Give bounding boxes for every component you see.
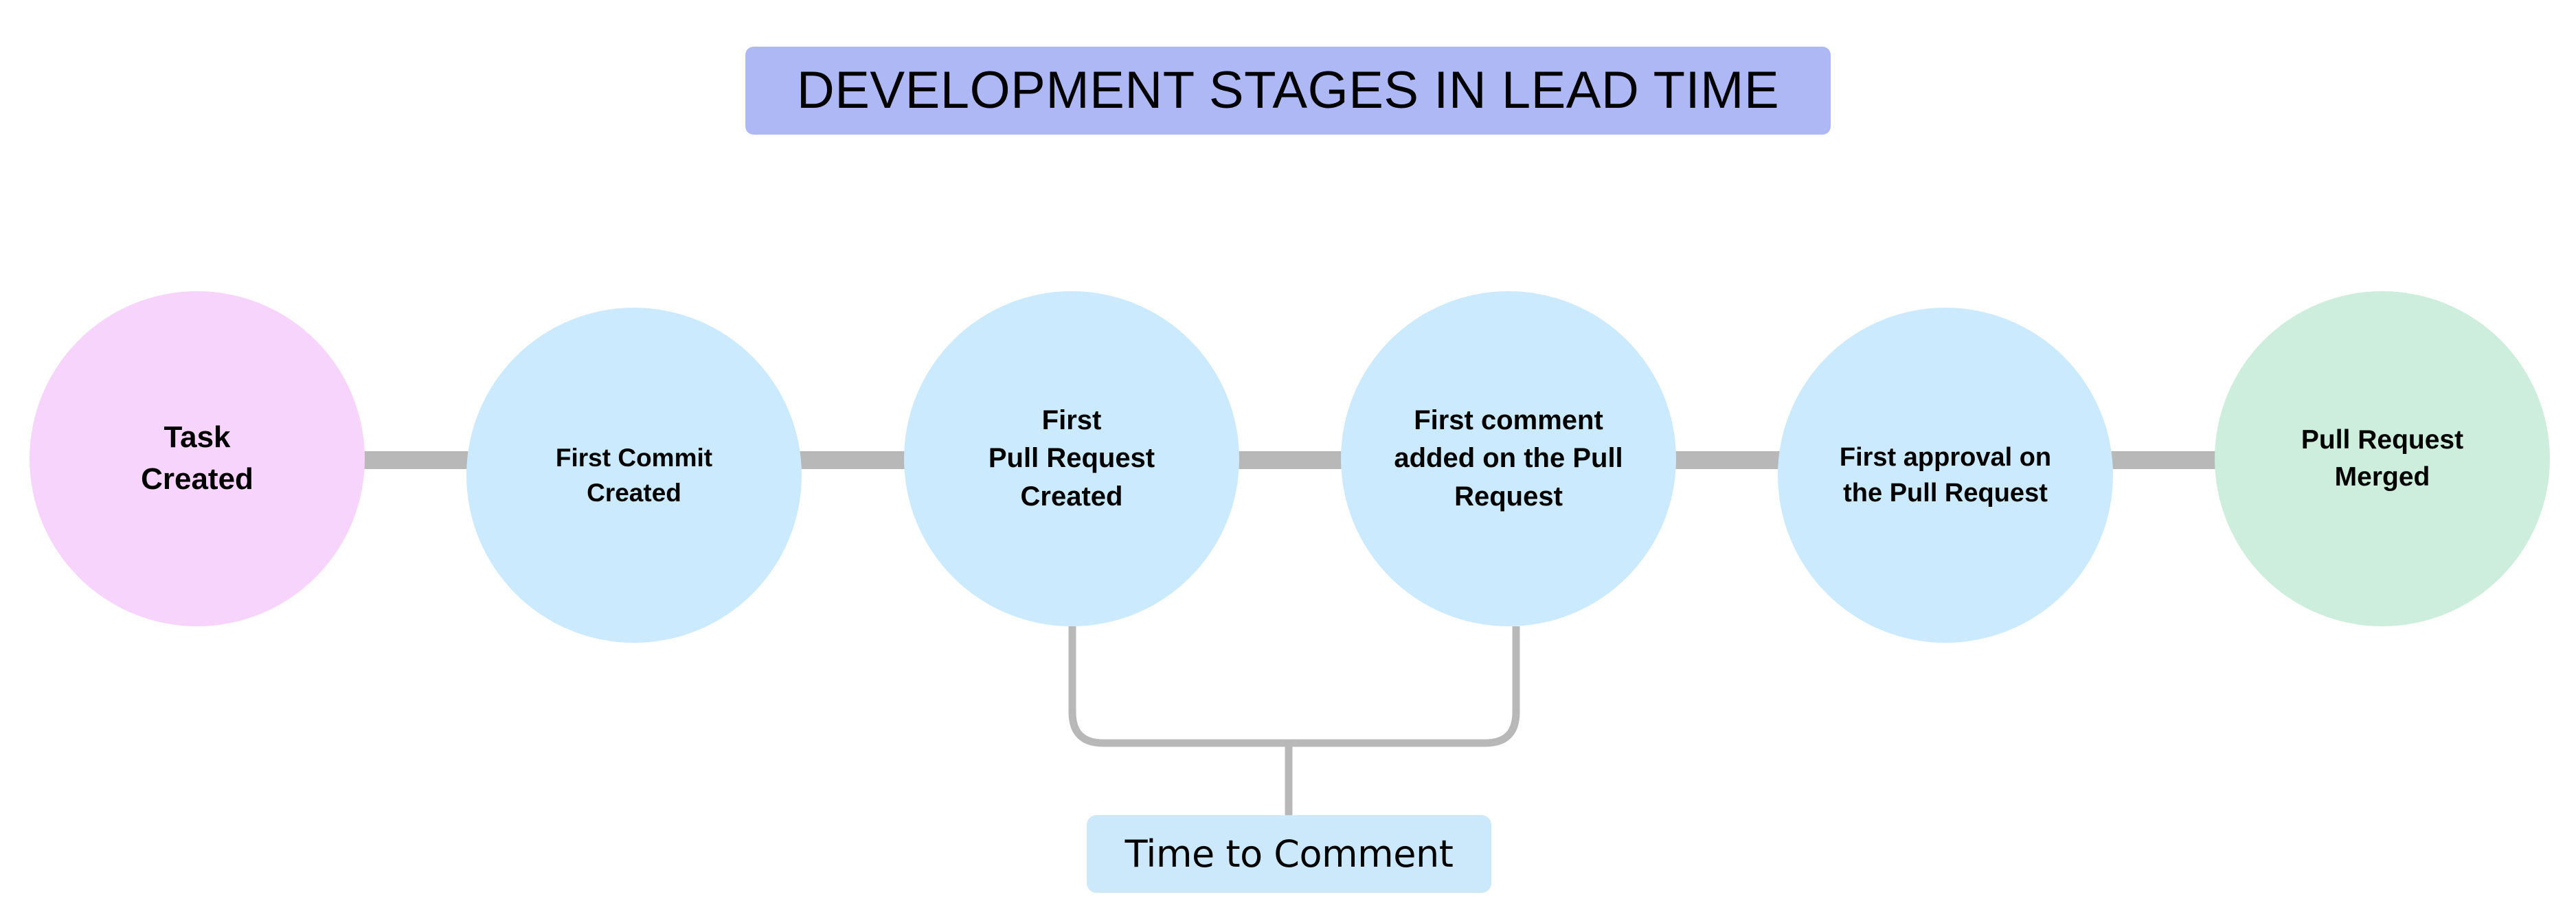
stage-node-first-commit[interactable]: First Commit Created [466, 308, 802, 643]
measure-bracket [1068, 626, 1520, 747]
stage-node-first-approval[interactable]: First approval on the Pull Request [1778, 308, 2113, 643]
diagram-title-banner: DEVELOPMENT STAGES IN LEAD TIME [745, 47, 1831, 135]
edge-label-time-to-comment[interactable]: Time to Comment [1087, 815, 1491, 893]
edge-label-text: Time to Comment [1125, 832, 1454, 876]
stage-label: First Pull Request Created [988, 405, 1155, 512]
stage-node-pr-merged[interactable]: Pull Request Merged [2215, 291, 2550, 626]
stage-label: Task Created [141, 420, 253, 496]
stage-node-first-comment[interactable]: First comment added on the Pull Request [1341, 291, 1676, 626]
stage-label: First approval on the Pull Request [1839, 442, 2052, 508]
stage-label: First comment added on the Pull Request [1394, 405, 1623, 512]
stage-node-task-created[interactable]: Task Created [30, 291, 365, 626]
stage-node-first-pr[interactable]: First Pull Request Created [904, 291, 1239, 626]
stage-label: First Commit Created [555, 443, 713, 507]
stage-label: Pull Request Merged [2301, 425, 2464, 492]
page-title: DEVELOPMENT STAGES IN LEAD TIME [796, 61, 1780, 119]
